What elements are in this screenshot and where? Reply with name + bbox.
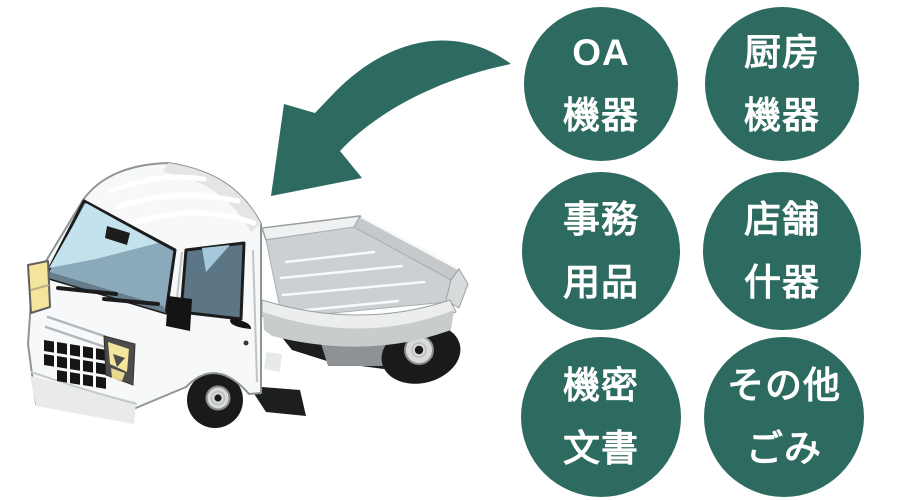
- category-circle-kimitsu-bunsho: 機密 文書: [521, 337, 681, 497]
- category-circle-sonota-gomi: その他 ごみ: [704, 337, 864, 497]
- seat: [166, 296, 192, 331]
- side-window: [166, 241, 246, 331]
- category-circle-chubo-kiki: 厨房 機器: [705, 7, 859, 161]
- category-label-line: 厨房: [744, 32, 820, 73]
- roof-highlights: [109, 174, 257, 226]
- front-wheel: [187, 372, 243, 428]
- truck-cab: [27, 162, 262, 424]
- undercarriage: [249, 386, 306, 416]
- headlight-center: [103, 335, 136, 386]
- grille: [44, 340, 106, 389]
- category-circle-tenpo-juki: 店舗 什器: [703, 172, 861, 330]
- category-circle-jimu-yohin: 事務 用品: [522, 172, 680, 330]
- category-label-line: 機密: [563, 365, 639, 406]
- category-label-line: 什器: [744, 262, 820, 303]
- door-handle: [230, 318, 252, 329]
- curved-arrow-icon: [271, 40, 511, 196]
- category-label-line: 用品: [563, 262, 639, 303]
- category-label-line: 機器: [563, 95, 639, 136]
- headlight-left: [27, 260, 51, 314]
- wipers: [56, 286, 160, 306]
- category-label-line: ごみ: [746, 428, 822, 469]
- rearview-mirror: [105, 226, 130, 245]
- category-label-line: その他: [727, 365, 841, 406]
- category-circle-oa-kiki: OA 機器: [524, 7, 678, 161]
- category-label-line: 文書: [563, 428, 639, 469]
- category-label-line: 機器: [744, 95, 820, 136]
- category-label-line: OA: [572, 32, 630, 73]
- category-label-line: 事務: [563, 199, 639, 240]
- category-label-line: 店舗: [744, 199, 820, 240]
- windshield: [43, 199, 177, 315]
- truck-bed: [260, 215, 469, 384]
